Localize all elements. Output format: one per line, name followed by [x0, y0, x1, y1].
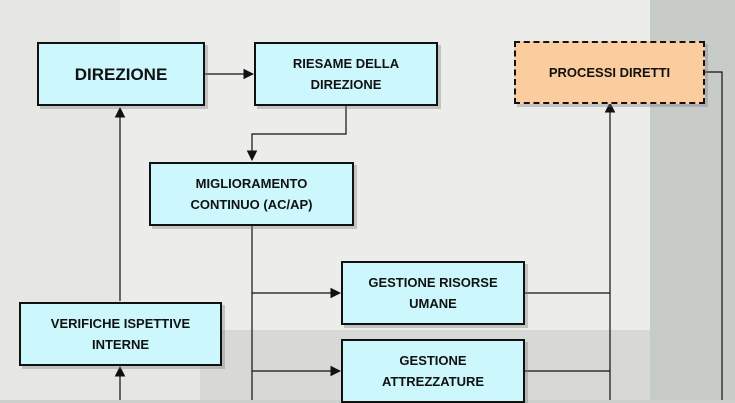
node-miglioramento-label: MIGLIORAMENTO CONTINUO (AC/AP) — [190, 176, 313, 212]
node-verifiche-ispettive: VERIFICHE ISPETTIVE INTERNE — [19, 302, 222, 366]
node-processi-label: PROCESSI DIRETTI — [548, 65, 671, 80]
line-processi-out — [705, 71, 723, 400]
node-attrezzature-label: GESTIONE ATTREZZATURE — [381, 353, 485, 389]
node-riesame-direzione: RIESAME DELLA DIREZIONE — [254, 42, 438, 106]
node-gestione-attrezzature: GESTIONE ATTREZZATURE — [341, 339, 525, 403]
node-direzione-label: DIREZIONE — [74, 64, 168, 84]
node-verifiche-label: VERIFICHE ISPETTIVE INTERNE — [50, 316, 191, 352]
node-riesame-label: RIESAME DELLA DIREZIONE — [292, 56, 400, 92]
node-gestione-risorse-umane: GESTIONE RISORSE UMANE — [341, 261, 525, 325]
arrow-riesame-miglioramento — [246, 106, 347, 162]
node-risorse-label: GESTIONE RISORSE UMANE — [368, 275, 498, 311]
node-miglioramento-continuo: MIGLIORAMENTO CONTINUO (AC/AP) — [149, 162, 354, 226]
node-processi-diretti: PROCESSI DIRETTI — [514, 41, 705, 104]
node-direzione: DIREZIONE — [37, 42, 205, 106]
